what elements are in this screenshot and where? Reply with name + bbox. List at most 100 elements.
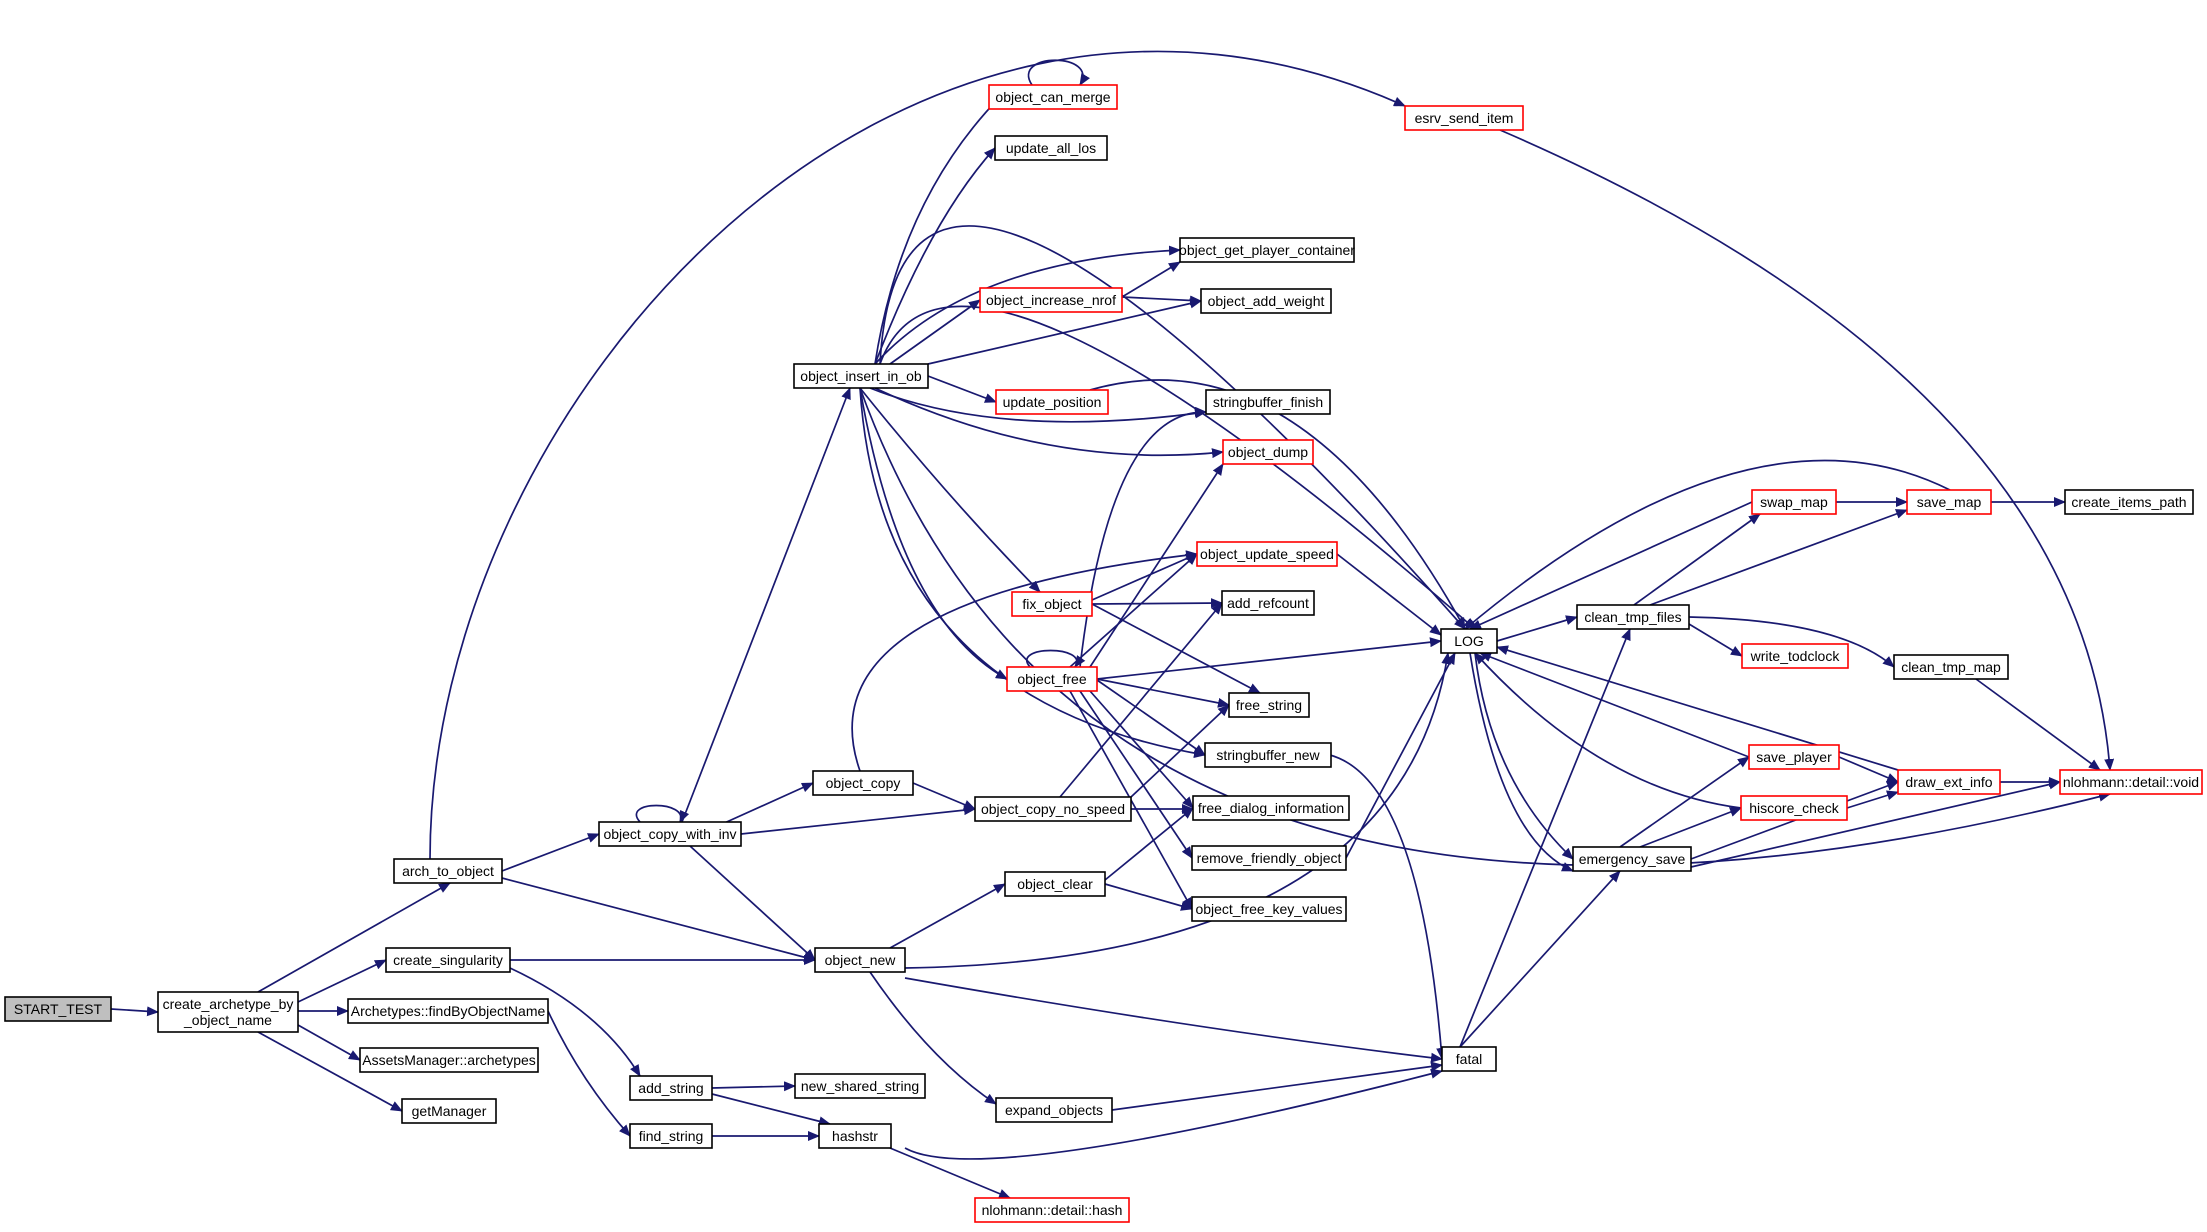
node-object-clear[interactable]: object_clear — [1004, 871, 1106, 897]
node-new-shared-string[interactable]: new_shared_string — [794, 1073, 926, 1099]
edge-7 — [501, 877, 816, 963]
node-object-can-merge[interactable]: object_can_merge — [988, 84, 1118, 110]
node-label: LOG — [1454, 633, 1484, 649]
node-box — [1441, 1046, 1497, 1072]
node-swap-map[interactable]: swap_map — [1751, 489, 1837, 515]
edge-25 — [851, 550, 1198, 772]
node-hashstr[interactable]: hashstr — [818, 1123, 892, 1149]
node-box — [157, 991, 299, 1033]
node-log[interactable]: LOG — [1440, 628, 1498, 654]
node-object-copy-with-inv[interactable]: object_copy_with_inv — [598, 821, 742, 847]
node-start-test[interactable]: START_TEST — [4, 996, 112, 1022]
node-object-copy-no-speed[interactable]: object_copy_no_speed — [974, 796, 1132, 822]
node-arch-to-object[interactable]: arch_to_object — [393, 858, 503, 884]
node-label: object_get_player_container — [1179, 242, 1355, 258]
node-box — [988, 84, 1118, 110]
node-box — [994, 135, 1108, 161]
node-label: free_string — [1236, 697, 1302, 713]
node-emergency-save[interactable]: emergency_save — [1572, 846, 1692, 872]
node-label: new_shared_string — [801, 1078, 919, 1094]
node-label: _object_name — [183, 1012, 272, 1028]
edge-2 — [297, 959, 387, 1003]
node-box — [1751, 489, 1837, 515]
edge-34 — [874, 147, 996, 365]
edge-88 — [1499, 129, 2115, 771]
node-object-new[interactable]: object_new — [814, 947, 906, 973]
node-label: nlohmann::detail::void — [2063, 774, 2199, 790]
node-box — [393, 858, 503, 884]
edge-49 — [1089, 379, 1466, 630]
node-object-free[interactable]: object_free — [1006, 666, 1098, 692]
edge-17 — [711, 1093, 831, 1127]
node-stringbuffer-finish[interactable]: stringbuffer_finish — [1205, 389, 1331, 415]
edge-66 — [1474, 652, 1574, 860]
node-update-all-los[interactable]: update_all_los — [994, 135, 1108, 161]
node-archetypes-findbyobjectname[interactable]: Archetypes::findByObjectName — [347, 998, 549, 1024]
node-object-insert-in-ob[interactable]: object_insert_in_ob — [793, 363, 929, 389]
node-nlohmann-hash[interactable]: nlohmann::detail::hash — [974, 1197, 1130, 1223]
node-label: object_add_weight — [1208, 293, 1325, 309]
node-label: draw_ext_info — [1905, 774, 1992, 790]
node-nlohmann-void[interactable]: nlohmann::detail::void — [2059, 769, 2203, 795]
edge-27 — [1104, 807, 1194, 881]
edge-15 — [689, 845, 816, 961]
node-getmanager[interactable]: getManager — [401, 1098, 497, 1124]
node-save-map[interactable]: save_map — [1906, 489, 1992, 515]
node-box — [1440, 628, 1498, 654]
node-object-copy[interactable]: object_copy — [812, 770, 914, 796]
node-object-free-key-values[interactable]: object_free_key_values — [1191, 896, 1347, 922]
edge-50 — [1091, 598, 1223, 609]
node-box — [1221, 590, 1315, 616]
node-add-string[interactable]: add_string — [629, 1075, 713, 1101]
edge-61 — [1069, 553, 1198, 668]
node-create-archetype-by-object-name[interactable]: create_archetype_by_object_name — [157, 991, 299, 1033]
node-free-dialog-information[interactable]: free_dialog_information — [1192, 795, 1350, 821]
node-assetsmanager-archetypes[interactable]: AssetsManager::archetypes — [359, 1047, 539, 1073]
node-remove-friendly-object[interactable]: remove_friendly_object — [1191, 845, 1347, 871]
node-save-player[interactable]: save_player — [1748, 744, 1840, 770]
edge-39 — [859, 387, 1041, 593]
node-create-items-path[interactable]: create_items_path — [2064, 489, 2194, 515]
node-free-string[interactable]: free_string — [1228, 692, 1310, 718]
node-label: create_items_path — [2071, 494, 2186, 510]
node-object-get-player-container[interactable]: object_get_player_container — [1179, 237, 1355, 263]
node-box — [629, 1123, 713, 1149]
edge-55 — [1079, 406, 1207, 668]
edge-29 — [904, 1068, 1443, 1160]
node-object-dump[interactable]: object_dump — [1222, 439, 1314, 465]
node-label: stringbuffer_finish — [1213, 394, 1323, 410]
node-update-position[interactable]: update_position — [995, 389, 1109, 415]
node-object-add-weight[interactable]: object_add_weight — [1200, 288, 1332, 314]
node-box — [974, 1197, 1130, 1223]
node-find-string[interactable]: find_string — [629, 1123, 713, 1149]
node-fatal[interactable]: fatal — [1441, 1046, 1497, 1072]
node-label: fatal — [1456, 1051, 1482, 1067]
node-label: esrv_send_item — [1415, 110, 1514, 126]
node-label: clean_tmp_files — [1584, 609, 1681, 625]
node-clean-tmp-files[interactable]: clean_tmp_files — [1576, 604, 1690, 630]
edge-36 — [889, 299, 981, 365]
node-write-todclock[interactable]: write_todclock — [1741, 643, 1849, 669]
node-expand-objects[interactable]: expand_objects — [995, 1097, 1113, 1123]
node-object-update-speed[interactable]: object_update_speed — [1196, 541, 1338, 567]
node-fix-object[interactable]: fix_object — [1011, 591, 1093, 617]
node-box — [347, 998, 549, 1024]
node-clean-tmp-map[interactable]: clean_tmp_map — [1893, 654, 2009, 680]
node-esrv-send-item[interactable]: esrv_send_item — [1404, 105, 1524, 131]
node-stringbuffer-new[interactable]: stringbuffer_new — [1204, 742, 1332, 768]
edge-62 — [1336, 553, 1442, 636]
node-box — [1006, 666, 1098, 692]
node-label: object_copy_no_speed — [981, 801, 1125, 817]
node-label: Archetypes::findByObjectName — [351, 1003, 546, 1019]
node-hiscore-check[interactable]: hiscore_check — [1740, 795, 1848, 821]
node-object-increase-nrof[interactable]: object_increase_nrof — [979, 287, 1123, 313]
edge-77 — [1690, 779, 2061, 868]
node-create-singularity[interactable]: create_singularity — [385, 947, 511, 973]
node-add-refcount[interactable]: add_refcount — [1221, 590, 1315, 616]
node-draw-ext-info[interactable]: draw_ext_info — [1897, 769, 2001, 795]
edge-52 — [1091, 603, 1261, 694]
node-label: write_todclock — [1750, 648, 1841, 664]
node-box — [598, 821, 742, 847]
node-label: swap_map — [1760, 494, 1828, 510]
